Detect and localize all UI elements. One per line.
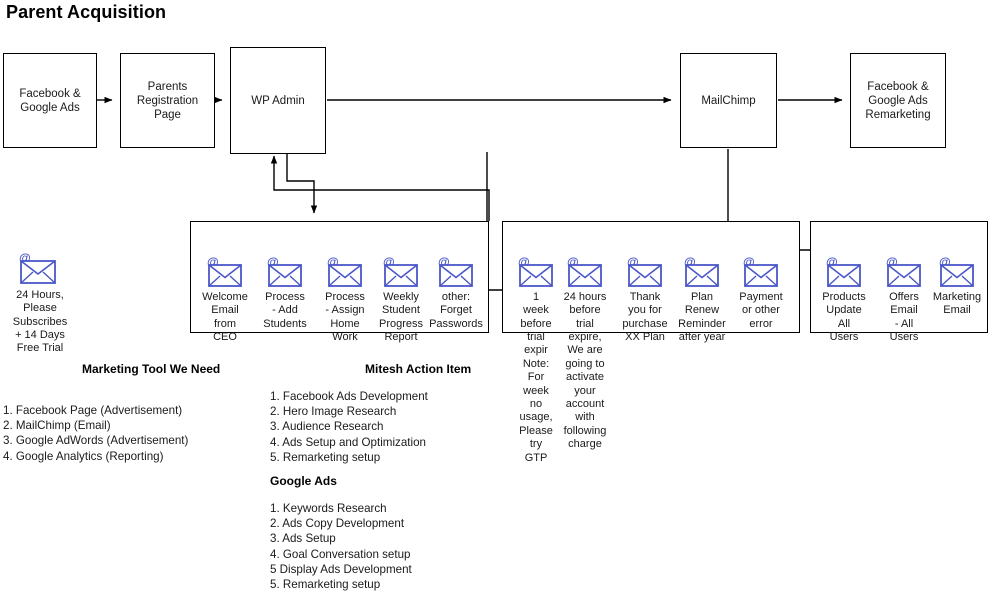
email-item-label: Process - Assign Home Work xyxy=(325,290,365,344)
email-item-label: other: Forget Passwords xyxy=(429,290,483,330)
email-item-weekly-student-progress-report[interactable]: @ Weekly Student Progress Report xyxy=(369,228,433,358)
svg-text:@: @ xyxy=(826,255,838,269)
email-item-1-week-before-trial-expiry[interactable]: @ 1 week before trial expir Note: For we… xyxy=(504,228,568,479)
svg-text:@: @ xyxy=(207,255,219,269)
flow-box-wp-admin[interactable]: WP Admin xyxy=(230,47,326,154)
email-item-label: 24 hours before trial expire, We are goi… xyxy=(563,290,607,451)
mitesh-action-item-title: Mitesh Action Item xyxy=(365,362,472,376)
email-item-label: Marketing Email xyxy=(932,290,982,317)
flow-box-facebook-google-ads[interactable]: Facebook & Google Ads xyxy=(3,53,97,148)
email-icon: @ xyxy=(562,241,608,287)
svg-text:@: @ xyxy=(743,255,755,269)
svg-text:@: @ xyxy=(518,255,530,269)
email-item-payment-or-other-error[interactable]: @ Payment or other error xyxy=(729,228,793,344)
email-icon: @ xyxy=(821,241,867,287)
svg-text:@: @ xyxy=(567,255,579,269)
flow-box-mailchimp[interactable]: MailChimp xyxy=(680,53,777,148)
marketing-tool-we-need-title: Marketing Tool We Need xyxy=(82,362,221,376)
email-item-label: Plan Renew Reminder after year xyxy=(678,290,726,344)
google-ads-list: 1. Keywords Research 2. Ads Copy Develop… xyxy=(270,502,412,592)
email-item-label: Payment or other error xyxy=(739,290,783,330)
email-icon: @ xyxy=(17,237,63,284)
svg-text:@: @ xyxy=(327,255,339,269)
google-ads-title: Google Ads xyxy=(270,474,337,488)
email-item-thank-you-for-purchase[interactable]: @ Thank you for purchase XX Plan xyxy=(613,228,677,358)
email-item-label: Offers Email - All Users xyxy=(889,290,919,344)
email-item-welcome-email-from-ceo[interactable]: @ Welcome Email from CEO xyxy=(193,228,257,358)
email-item-label: Products Update All Users xyxy=(822,290,866,344)
email-item-label: Thank you for purchase XX Plan xyxy=(622,290,668,344)
email-icon: @ xyxy=(934,241,980,287)
email-item-label: Weekly Student Progress Report xyxy=(378,290,424,344)
email-icon: @ xyxy=(622,241,668,287)
email-icon: @ xyxy=(679,241,725,287)
svg-text:@: @ xyxy=(886,255,898,269)
svg-text:@: @ xyxy=(684,255,696,269)
email-item-process-assign-home-work[interactable]: @ Process - Assign Home Work xyxy=(313,228,377,358)
email-item-label: Process - Add Students xyxy=(263,290,307,330)
email-item-label: 1 week before trial expir Note: For week… xyxy=(519,290,553,464)
svg-text:@: @ xyxy=(267,255,279,269)
email-item-offers-email-all-users[interactable]: @ Offers Email - All Users xyxy=(872,228,936,358)
email-icon: @ xyxy=(513,241,559,287)
email-item-24-hours-before-trial-expire[interactable]: @ 24 hours before trial expire, We are g… xyxy=(553,228,617,465)
email-icon: @ xyxy=(378,241,424,287)
trial-note-email: @ 24 Hours, Please Subscribes + 14 Days … xyxy=(0,224,80,356)
svg-text:@: @ xyxy=(627,255,639,269)
page-title: Parent Acquisition xyxy=(6,2,167,22)
email-icon: @ xyxy=(738,241,784,287)
marketing-tool-we-need-list: 1. Facebook Page (Advertisement) 2. Mail… xyxy=(3,404,189,463)
trial-note-label: 24 Hours, Please Subscribes + 14 Days Fr… xyxy=(12,288,68,355)
svg-text:@: @ xyxy=(438,255,450,269)
email-item-label: Welcome Email from CEO xyxy=(202,290,248,344)
mitesh-action-item-list: 1. Facebook Ads Development 2. Hero Imag… xyxy=(270,390,428,464)
email-icon: @ xyxy=(322,241,368,287)
email-icon: @ xyxy=(202,241,248,287)
email-icon: @ xyxy=(262,241,308,287)
email-item-marketing-email[interactable]: @ Marketing Email xyxy=(925,228,989,331)
flow-box-facebook-google-ads-remarketing[interactable]: Facebook & Google Ads Remarketing xyxy=(850,53,946,148)
flow-box-parents-registration-page[interactable]: Parents Registration Page xyxy=(120,53,215,148)
svg-text:@: @ xyxy=(939,255,951,269)
svg-text:@: @ xyxy=(383,255,395,269)
svg-text:@: @ xyxy=(19,251,31,265)
email-item-process-add-students[interactable]: @ Process - Add Students xyxy=(253,228,317,344)
email-icon: @ xyxy=(433,241,479,287)
email-icon: @ xyxy=(881,241,927,287)
email-item-products-update-all-users[interactable]: @ Products Update All Users xyxy=(812,228,876,358)
email-item-other-forget-passwords[interactable]: @ other: Forget Passwords xyxy=(424,228,488,344)
email-item-plan-renew-reminder[interactable]: @ Plan Renew Reminder after year xyxy=(670,228,734,358)
